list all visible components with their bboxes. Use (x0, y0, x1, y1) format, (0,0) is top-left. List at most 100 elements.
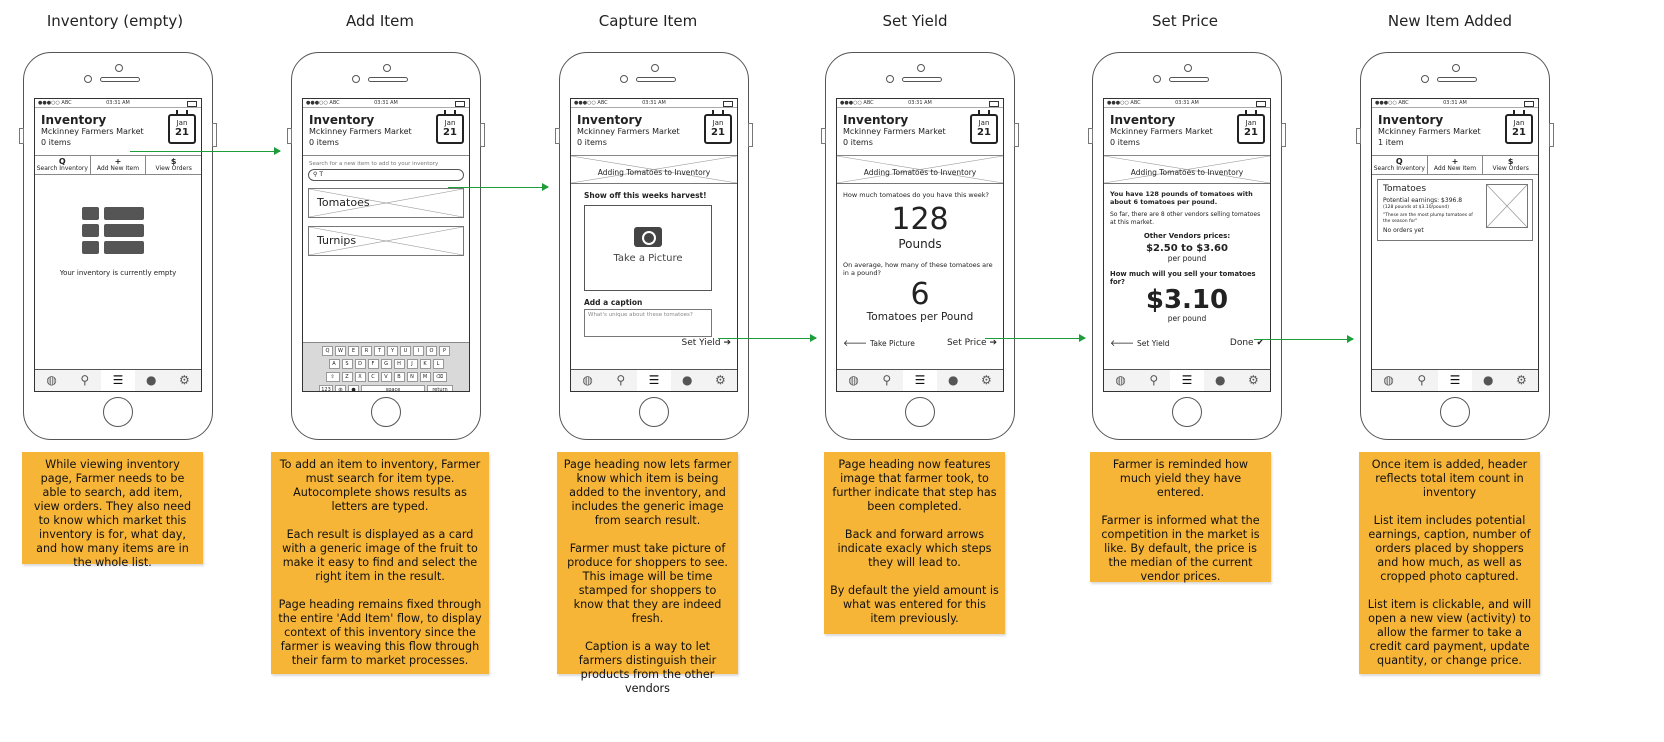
item-count: 0 items (577, 138, 607, 147)
item-photo (1486, 184, 1528, 228)
list-icon[interactable]: ☰ (903, 370, 937, 391)
next-set-yield-button[interactable]: Set Yield ➔ (681, 338, 732, 348)
user-icon[interactable]: ● (1482, 373, 1494, 387)
key[interactable]: N (406, 372, 418, 382)
list-icon[interactable]: ☰ (637, 370, 671, 391)
plus-icon: + (114, 157, 122, 166)
sticky-note-3: Page heading now lets farmer know which … (557, 452, 738, 695)
result-card-tomatoes[interactable]: Tomatoes (308, 188, 464, 218)
key[interactable]: G (380, 359, 392, 369)
column-title: Inventory (empty) (46, 12, 184, 30)
key[interactable]: U (400, 346, 411, 356)
gear-icon[interactable]: ⚙ (715, 373, 726, 387)
key[interactable]: J (406, 359, 418, 369)
globe-icon[interactable]: ◍ (46, 373, 57, 387)
mic-key-icon[interactable]: ● (348, 385, 359, 391)
key[interactable]: K (419, 359, 431, 369)
yield-amount-input[interactable]: 128 (891, 202, 949, 237)
view-orders-button[interactable]: $View Orders (146, 156, 201, 174)
key[interactable]: Z (341, 372, 353, 382)
key[interactable]: R (361, 346, 372, 356)
search-hint: Search for a new item to add to your inv… (309, 161, 439, 167)
take-picture-button[interactable]: Take a Picture (584, 205, 712, 291)
home-button[interactable] (371, 397, 401, 427)
key[interactable]: S (341, 359, 353, 369)
key[interactable]: T (374, 346, 385, 356)
key[interactable]: E (348, 346, 359, 356)
result-card-turnips[interactable]: Turnips (308, 226, 464, 256)
key[interactable]: V (380, 372, 392, 382)
list-icon[interactable]: ☰ (101, 370, 135, 391)
location-pin-icon[interactable]: ⚲ (616, 373, 626, 387)
key[interactable]: L (432, 359, 444, 369)
key[interactable]: F (367, 359, 379, 369)
location-pin-icon[interactable]: ⚲ (1417, 373, 1427, 387)
key[interactable]: B (393, 372, 405, 382)
home-button[interactable] (905, 397, 935, 427)
inventory-list-item[interactable]: Tomatoes Potential earnings: $396.8 (128… (1377, 179, 1533, 241)
home-button[interactable] (639, 397, 669, 427)
back-set-yield-button[interactable]: 🡐 Set Yield (1110, 339, 1170, 349)
search-input[interactable]: ⚲ T (308, 169, 464, 181)
globe-icon[interactable]: ◍ (582, 373, 593, 387)
user-icon[interactable]: ● (145, 373, 157, 387)
gear-icon[interactable]: ⚙ (1248, 373, 1259, 387)
key[interactable]: D (354, 359, 366, 369)
key[interactable]: C (367, 372, 379, 382)
price-input[interactable]: $3.10 (1145, 285, 1229, 315)
gear-icon[interactable]: ⚙ (1516, 373, 1527, 387)
key[interactable]: A (328, 359, 340, 369)
market-name: Mckinney Farmers Market (1110, 127, 1213, 136)
key[interactable]: P (439, 346, 450, 356)
view-orders-button[interactable]: $View Orders (1483, 156, 1538, 174)
shift-key-icon[interactable]: ⇧ (325, 372, 340, 382)
list-icon[interactable]: ☰ (1438, 370, 1472, 391)
caption-input[interactable]: What's unique about these tomatoes? (584, 309, 712, 337)
back-take-picture-button[interactable]: 🡐 Take Picture (843, 339, 915, 349)
user-icon[interactable]: ● (1214, 373, 1226, 387)
home-button[interactable] (103, 397, 133, 427)
add-new-item-button[interactable]: +Add New Item (91, 156, 147, 174)
search-icon: Q (58, 157, 66, 166)
page-title: Inventory (1378, 113, 1444, 127)
user-icon[interactable]: ● (681, 373, 693, 387)
space-key[interactable]: space (361, 385, 425, 391)
numbers-key[interactable]: 123 (319, 385, 333, 391)
key[interactable]: I (413, 346, 424, 356)
location-pin-icon[interactable]: ⚲ (1149, 373, 1159, 387)
search-icon: ⚲ (313, 171, 318, 178)
location-pin-icon[interactable]: ⚲ (882, 373, 892, 387)
key[interactable]: Y (387, 346, 398, 356)
list-icon[interactable]: ☰ (1170, 370, 1204, 391)
backspace-key-icon[interactable]: ⌫ (432, 372, 447, 382)
key[interactable]: H (393, 359, 405, 369)
return-key[interactable]: return (427, 385, 453, 391)
key[interactable]: M (419, 372, 431, 382)
location-pin-icon[interactable]: ⚲ (80, 373, 90, 387)
gear-icon[interactable]: ⚙ (981, 373, 992, 387)
user-icon[interactable]: ● (947, 373, 959, 387)
globe-key-icon[interactable]: ◍ (335, 385, 346, 391)
add-new-item-button[interactable]: +Add New Item (1428, 156, 1484, 174)
key[interactable]: W (335, 346, 346, 356)
market-name: Mckinney Farmers Market (41, 127, 144, 136)
key[interactable]: X (354, 372, 366, 382)
home-button[interactable] (1172, 397, 1202, 427)
home-button[interactable] (1440, 397, 1470, 427)
key[interactable]: O (426, 346, 437, 356)
globe-icon[interactable]: ◍ (848, 373, 859, 387)
next-set-price-button[interactable]: Set Price ➔ (946, 338, 997, 348)
flow-arrow-set-price (985, 334, 1086, 342)
gear-icon[interactable]: ⚙ (179, 373, 190, 387)
globe-icon[interactable]: ◍ (1383, 373, 1394, 387)
per-pound-input[interactable]: 6 (910, 277, 930, 312)
globe-icon[interactable]: ◍ (1115, 373, 1126, 387)
done-button[interactable]: Done ✔ (1229, 338, 1264, 348)
key[interactable]: Q (322, 346, 333, 356)
